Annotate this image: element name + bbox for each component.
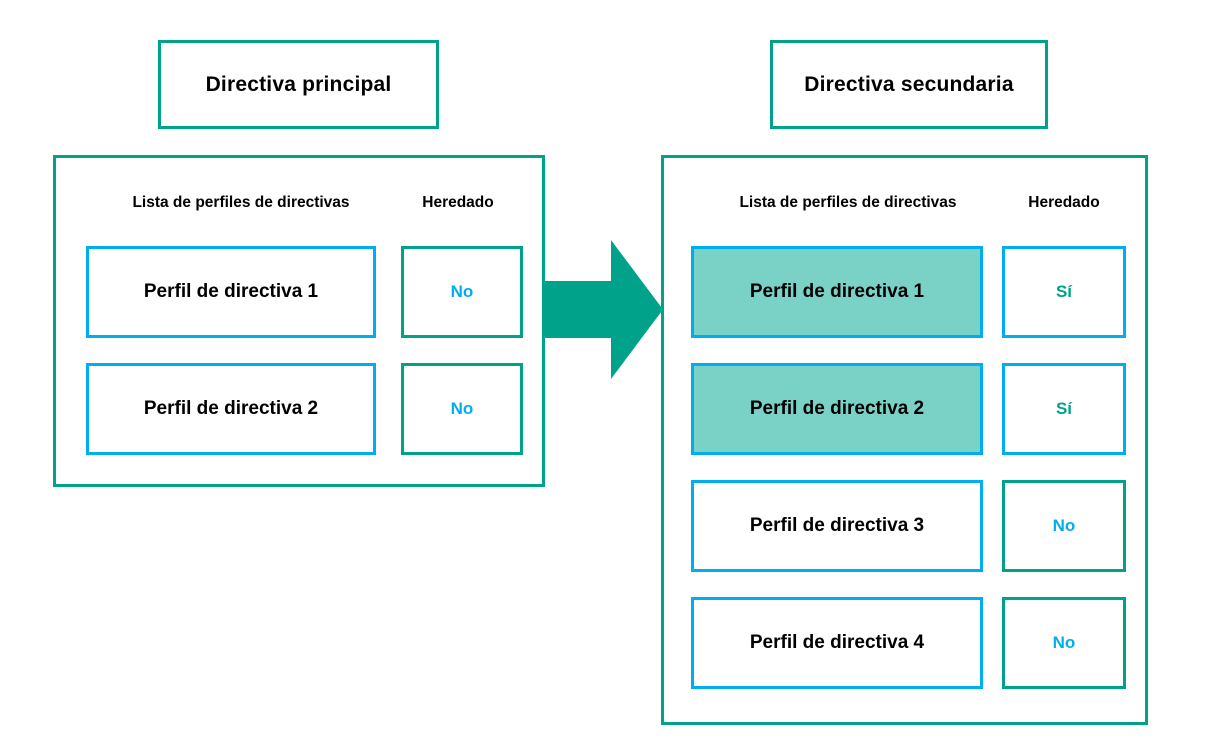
policy-profile-box[interactable]: Perfil de directiva 1 xyxy=(691,246,983,338)
policy-profile-box[interactable]: Perfil de directiva 2 xyxy=(691,363,983,455)
policy-profile-box[interactable]: Perfil de directiva 1 xyxy=(86,246,376,338)
inherited-status-box: No xyxy=(401,246,523,338)
right-arrow-icon xyxy=(545,240,663,379)
secondary-policy-title-label: Directiva secundaria xyxy=(804,72,1014,96)
primary-policy-panel: Lista de perfiles de directivas Heredado… xyxy=(53,155,545,487)
secondary-column-header-inherited: Heredado xyxy=(1028,194,1100,211)
primary-policy-title-box: Directiva principal xyxy=(158,40,439,129)
primary-column-header-profile-list: Lista de perfiles de directivas xyxy=(132,194,350,211)
secondary-column-headers: Lista de perfiles de directivas Heredado xyxy=(664,194,1145,220)
policy-row: Perfil de directiva 2 No xyxy=(56,363,542,455)
policy-profile-box[interactable]: Perfil de directiva 4 xyxy=(691,597,983,689)
secondary-column-header-profile-list: Lista de perfiles de directivas xyxy=(739,194,957,211)
secondary-policy-title-box: Directiva secundaria xyxy=(770,40,1048,129)
primary-policy-title-label: Directiva principal xyxy=(205,72,392,96)
policy-row: Perfil de directiva 1 No xyxy=(56,246,542,338)
inherited-status-box: No xyxy=(1002,597,1126,689)
policy-profile-box[interactable]: Perfil de directiva 3 xyxy=(691,480,983,572)
inherited-status-box: Sí xyxy=(1002,246,1126,338)
primary-column-headers: Lista de perfiles de directivas Heredado xyxy=(56,194,542,220)
inherited-status-box: Sí xyxy=(1002,363,1126,455)
policy-profile-box[interactable]: Perfil de directiva 2 xyxy=(86,363,376,455)
inherited-status-box: No xyxy=(401,363,523,455)
inherited-status-box: No xyxy=(1002,480,1126,572)
primary-column-header-inherited: Heredado xyxy=(422,194,494,211)
secondary-policy-panel: Lista de perfiles de directivas Heredado… xyxy=(661,155,1148,725)
